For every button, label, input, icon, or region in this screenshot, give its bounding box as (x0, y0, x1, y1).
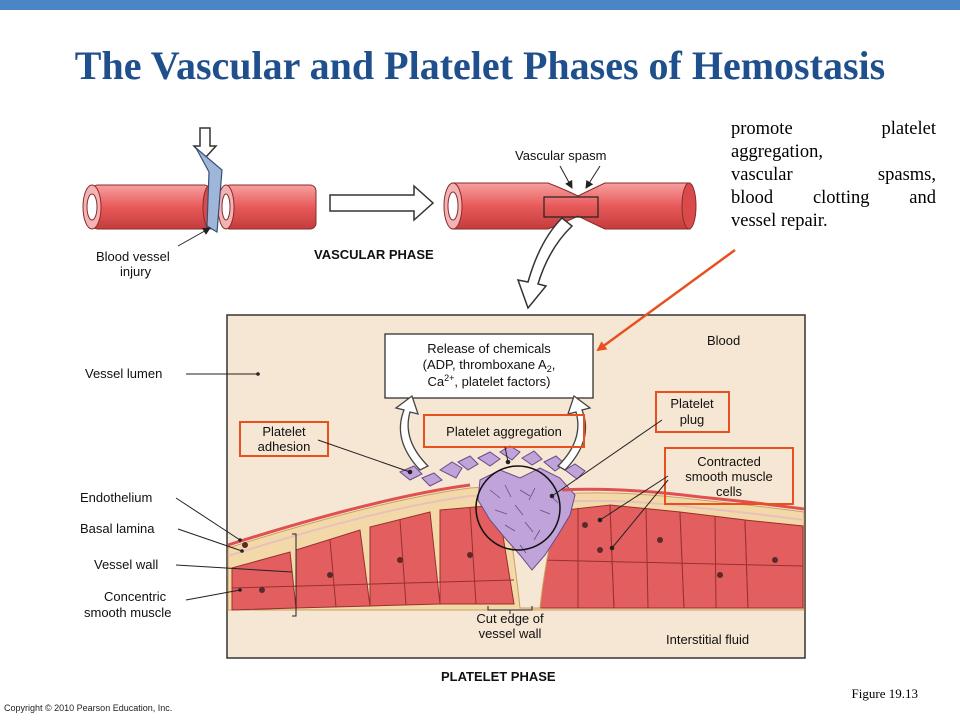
left-labels: Vessel lumen Endothelium Basal lamina Ve… (80, 366, 297, 620)
vascular-spasm-label: Vascular spasm (515, 148, 607, 163)
slide-title: The Vascular and Platelet Phases of Hemo… (74, 43, 886, 88)
zoom-arrow-icon (516, 216, 574, 310)
severed-vessel-right (217, 184, 317, 230)
right-arrow-icon (329, 184, 435, 222)
smooth-muscle-cells-left (231, 504, 515, 611)
contracted-label-line1: Contracted (697, 454, 761, 469)
injury-label-line2: injury (120, 264, 152, 279)
endothelium-label: Endothelium (80, 490, 152, 505)
vessel-wall-label: Vessel wall (94, 557, 158, 572)
release-line3: Ca2+, platelet factors) (428, 373, 551, 389)
constricted-vessel (443, 182, 697, 230)
cut-edge-label-line1: Cut edge of (476, 611, 544, 626)
blade-icon (195, 147, 223, 234)
cut-edge-label-line2: vessel wall (479, 626, 542, 641)
platelet-adhesion-label-line2: adhesion (258, 439, 311, 454)
platelet-phase-label: PLATELET PHASE (441, 669, 556, 684)
platelet-phase-panel: Release of chemicals (ADP, thromboxane A… (226, 314, 806, 684)
blood-label: Blood (707, 333, 740, 348)
platelet-adhesion-box (239, 421, 329, 457)
top-accent-bar (0, 0, 960, 10)
platelet-aggregation-label: Platelet aggregation (446, 424, 562, 439)
red-pointer-arrow (596, 248, 736, 352)
interstitial-fluid-label: Interstitial fluid (666, 632, 749, 647)
concentric-label-line1: Concentric (104, 589, 167, 604)
release-line2: (ADP, thromboxane A2, (423, 357, 556, 374)
platelet-aggregation-box (423, 414, 585, 448)
platelet-plug-box (655, 391, 730, 433)
vascular-phase-label: VASCULAR PHASE (314, 247, 434, 262)
copyright-text: Copyright © 2010 Pearson Education, Inc. (4, 703, 173, 713)
basal-lamina-label: Basal lamina (80, 521, 155, 536)
injury-label: Blood vessel (96, 249, 170, 264)
curved-arrow-left-icon (394, 394, 430, 471)
note-line: promote platelet (731, 119, 936, 139)
platelet-plug-label-line1: Platelet (670, 396, 714, 411)
platelet-plug-circle (475, 465, 561, 551)
contracted-label-line2: smooth muscle (685, 469, 772, 484)
note-line: vascular spasms, (731, 165, 936, 185)
figure-label: Figure 19.13 (851, 686, 918, 701)
vascular-phase: Blood vessel injury VASCULAR PHASE Vascu… (82, 127, 697, 310)
release-chemicals-box (384, 333, 594, 399)
annotation-note: promote platelet aggregation, vascular s… (731, 118, 936, 233)
platelet-plug-label-line2: plug (680, 412, 705, 427)
concentric-label-line2: smooth muscle (84, 605, 171, 620)
cell-nuclei (242, 522, 778, 593)
contracted-label-line3: cells (716, 484, 743, 499)
release-line1: Release of chemicals (427, 341, 551, 356)
platelet-adhesion-label-line1: Platelet (262, 424, 306, 439)
severed-vessel-left (82, 184, 218, 230)
contracted-muscle-box (664, 447, 794, 505)
down-arrow-icon (192, 127, 218, 160)
note-line: aggregation, (731, 142, 823, 162)
note-line: blood clotting and (731, 188, 936, 208)
vessel-lumen-label: Vessel lumen (85, 366, 162, 381)
note-line: vessel repair. (731, 211, 828, 231)
